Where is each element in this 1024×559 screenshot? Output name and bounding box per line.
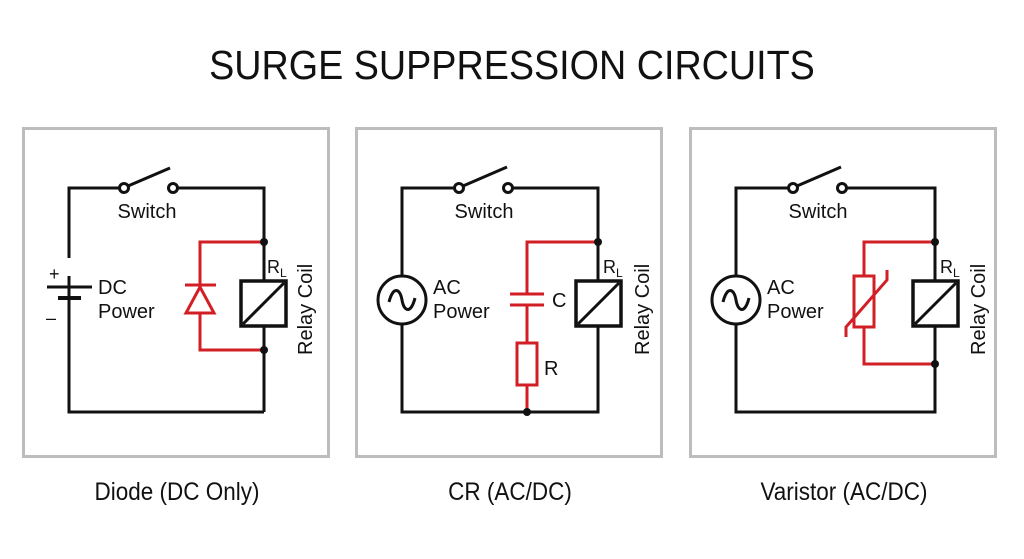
varistor-icon — [852, 274, 876, 329]
relay-coil-label: Relay Coil — [632, 264, 654, 355]
junction-dot-bottom — [931, 360, 939, 368]
switch-icon — [453, 165, 514, 194]
switch-icon — [118, 166, 179, 194]
cr-suppressor — [510, 240, 598, 412]
wire-loop — [400, 186, 600, 414]
junction-dot-bottom — [523, 408, 531, 416]
junction-dot-top — [931, 238, 939, 246]
panel-cr: Switch AC Power C R RL Relay Coil — [355, 127, 663, 458]
rl-label: RL — [603, 257, 623, 280]
panel-varistor: Switch AC Power RL Relay Coil — [689, 127, 997, 458]
minus-sign: – — [46, 308, 56, 328]
source-label-line2: Power — [433, 301, 490, 323]
varistor-slash — [844, 270, 889, 337]
battery-icon — [47, 276, 92, 310]
wire-bottom — [67, 276, 264, 414]
varistor-suppressor — [844, 240, 935, 366]
relay-coil-icon — [911, 279, 960, 328]
source-label-line1: AC — [433, 277, 461, 299]
source-label-line1: DC — [98, 277, 127, 299]
source-label-line2: Power — [98, 301, 155, 323]
ac-source-icon — [376, 274, 428, 326]
switch-label: Switch — [118, 201, 177, 223]
suppressor-wire-top — [525, 240, 598, 294]
wire-top-left — [400, 186, 456, 275]
main-loop-wires — [734, 186, 937, 414]
junction-dot-top — [594, 238, 602, 246]
suppressor-wire-top — [862, 240, 935, 276]
diode-suppressor — [183, 240, 264, 352]
suppressor-wire-bottom — [198, 313, 264, 352]
suppressor-wire-bottom — [862, 327, 935, 366]
caption-diode: Diode (DC Only) — [94, 478, 260, 506]
circuit-varistor: Switch AC Power RL Relay Coil — [710, 165, 990, 414]
rl-label: RL — [267, 257, 287, 280]
source-label-line1: AC — [767, 277, 795, 299]
plus-sign: + — [49, 264, 60, 284]
circuit-cr: Switch AC Power C R RL Relay Coil — [376, 165, 654, 416]
switch-label: Switch — [455, 201, 514, 223]
rl-label: RL — [940, 257, 960, 280]
circuit-diode: Switch + – DC Power RL Relay Coil — [46, 166, 317, 414]
page-title: SURGE SUPPRESSION CIRCUITS — [209, 42, 815, 88]
relay-coil-label: Relay Coil — [295, 264, 317, 355]
caption-cr: CR (AC/DC) — [448, 478, 572, 506]
junction-dot-bottom — [260, 346, 268, 354]
switch-icon — [787, 165, 848, 194]
diode-icon — [183, 283, 217, 315]
ac-source-icon — [710, 274, 762, 326]
relay-coil-icon — [239, 279, 288, 328]
junction-dot-top — [260, 238, 268, 246]
source-label-line2: Power — [767, 301, 824, 323]
relay-coil-icon — [574, 279, 623, 328]
wire-top-left — [734, 186, 790, 275]
panel-diode: Switch + – DC Power RL Relay Coil — [22, 127, 330, 458]
suppressor-wire-top — [198, 240, 264, 285]
caption-varistor: Varistor (AC/DC) — [760, 478, 928, 506]
main-loop-wires — [400, 186, 600, 414]
switch-label: Switch — [789, 201, 848, 223]
relay-coil-label: Relay Coil — [968, 264, 990, 355]
wire-top-left — [67, 186, 121, 258]
resistor-icon — [515, 341, 539, 387]
capacitor-label: C — [552, 290, 566, 312]
wire-loop — [734, 186, 937, 414]
resistor-label: R — [544, 358, 558, 380]
